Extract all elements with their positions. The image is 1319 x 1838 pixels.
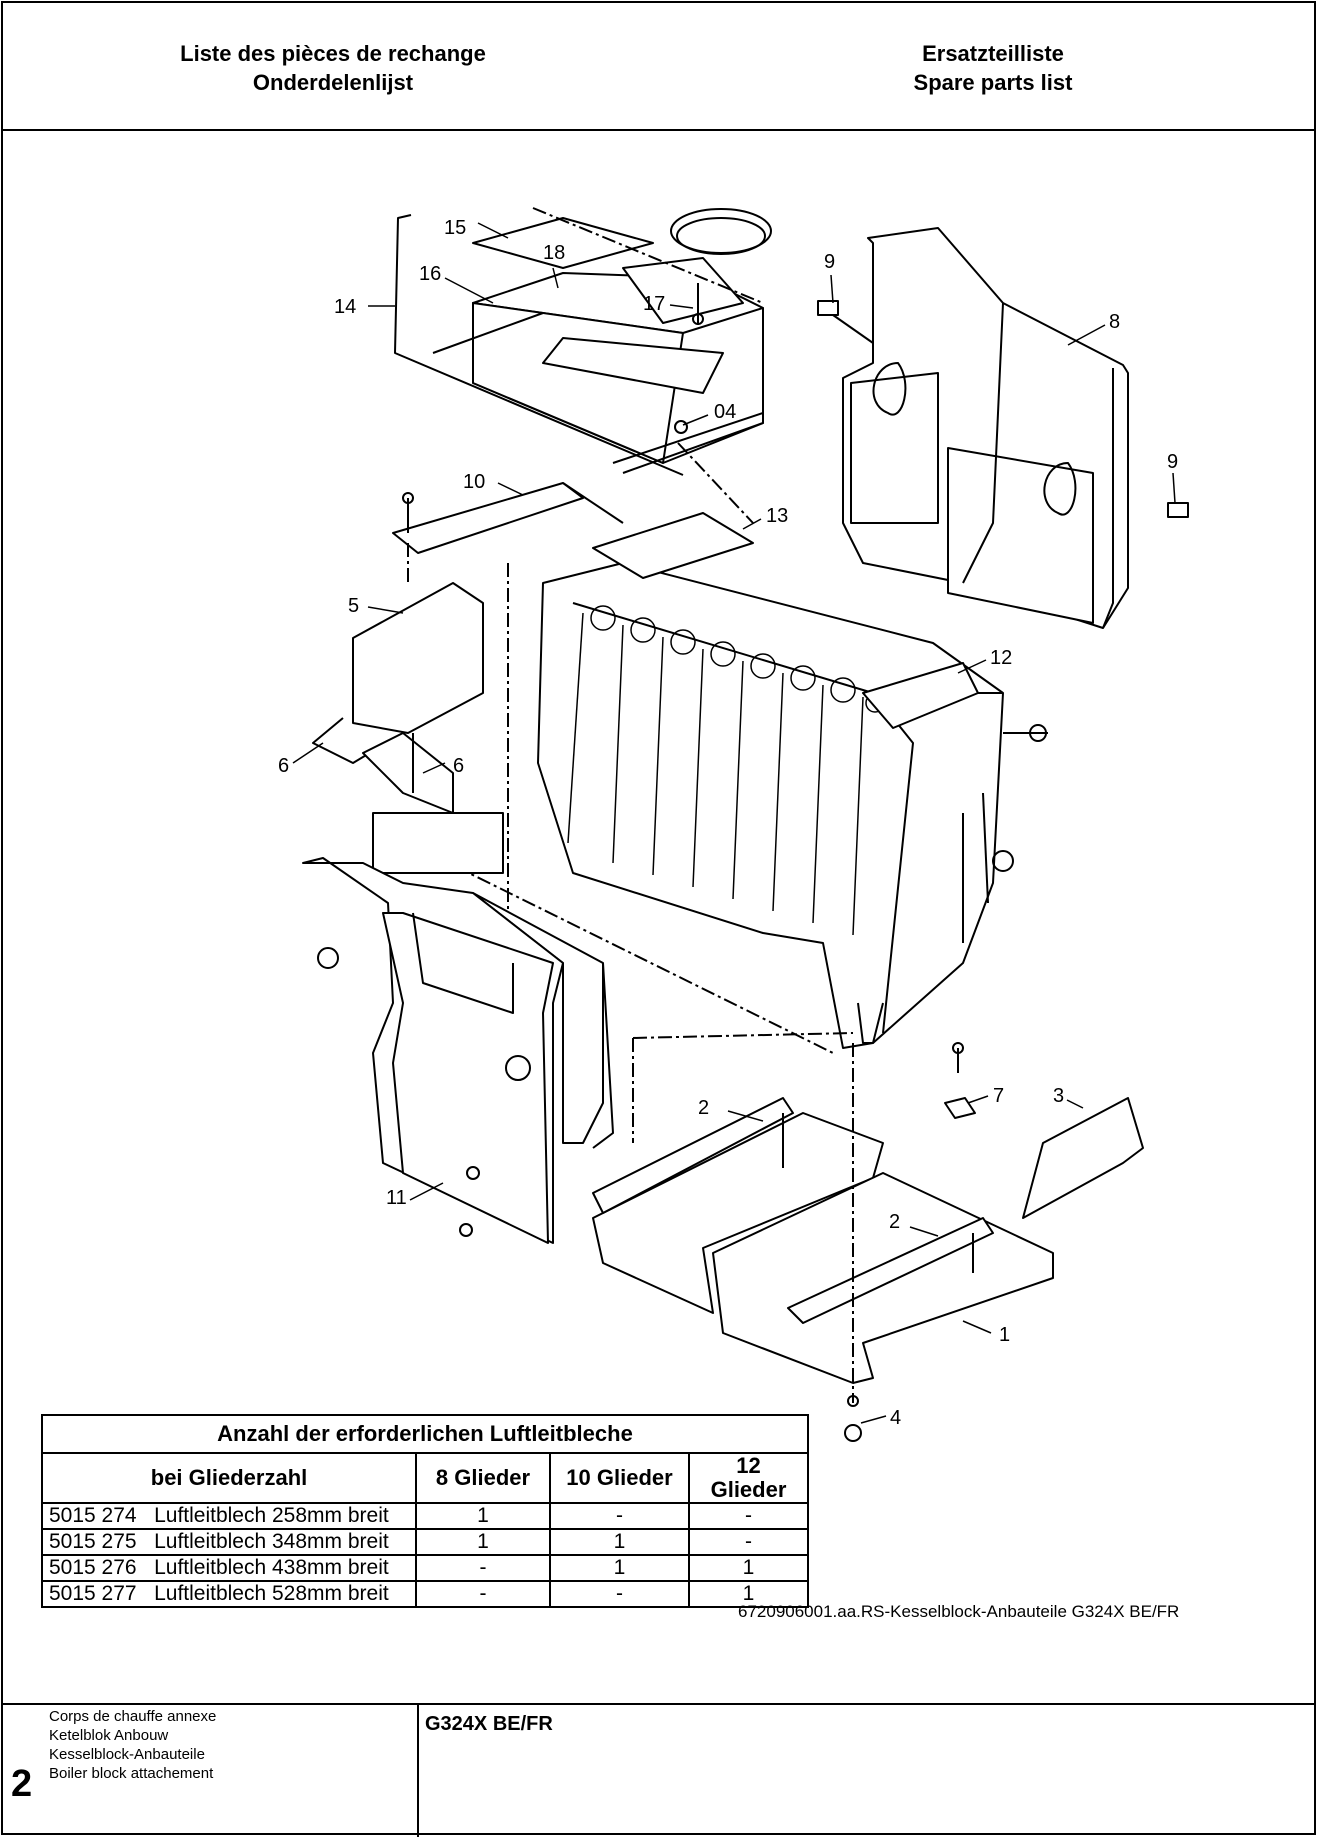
part-flue-hood	[394, 207, 772, 524]
section-name-nl: Ketelblok Anbouw	[49, 1727, 169, 1744]
footer: 2 Corps de chauffe annexe Ketelblok Anbo…	[3, 1703, 1314, 1837]
callout-9-top: 9	[824, 251, 836, 273]
part-front-panel	[302, 812, 854, 1244]
row-12: 1	[688, 1554, 809, 1582]
table-row: 5015 274 Luftleitblech 258mm breit 1 - -	[41, 1502, 809, 1530]
table-title: Anzahl der erforderlichen Luftleitbleche	[41, 1414, 809, 1454]
header-8-sections: 8 Glieder	[415, 1452, 551, 1504]
callout-14: 14	[334, 296, 357, 318]
baffle-requirement-table: Anzahl der erforderlichen Luftleitbleche…	[41, 1414, 809, 1608]
callout-17: 17	[643, 293, 666, 315]
header-section-count: bei Gliederzahl	[41, 1452, 417, 1504]
header-10-sections: 10 Glieder	[549, 1452, 690, 1504]
part-side-panel	[817, 227, 1189, 629]
part-cover-3	[1022, 1097, 1144, 1219]
model-label: G324X BE/FR	[425, 1713, 553, 1735]
section-number: 2	[11, 1763, 33, 1805]
row-10: 1	[549, 1554, 690, 1582]
callout-2-right: 2	[889, 1211, 901, 1233]
table-row: 5015 275 Luftleitblech 348mm breit 1 1 -	[41, 1528, 809, 1556]
callout-3: 3	[1053, 1085, 1065, 1107]
row-8: 1	[415, 1502, 551, 1530]
row-10: -	[549, 1580, 690, 1608]
exploded-view-svg	[292, 207, 1189, 1442]
callout-4: 4	[890, 1407, 902, 1429]
leader-lines	[292, 222, 1176, 1424]
row-part: 5015 277 Luftleitblech 528mm breit	[41, 1580, 417, 1608]
exploded-drawing: 15 18 16 14 17 04 9 8 9 10 13 5 12 6 6 1…	[3, 129, 1318, 1704]
section-name-de: Kesselblock-Anbauteile	[49, 1746, 205, 1763]
part-base-frame	[592, 1043, 1054, 1442]
row-12: -	[688, 1502, 809, 1530]
row-10: -	[549, 1502, 690, 1530]
callout-12: 12	[990, 647, 1013, 669]
footer-divider	[417, 1705, 419, 1837]
callout-6-left: 6	[278, 755, 290, 777]
header-right: Ersatzteilliste Spare parts list	[803, 39, 1183, 97]
row-8: -	[415, 1580, 551, 1608]
callout-11: 11	[386, 1187, 407, 1209]
callout-2-left: 2	[698, 1097, 710, 1119]
row-12: -	[688, 1528, 809, 1556]
header-title-en: Spare parts list	[913, 70, 1073, 95]
row-12: 1	[688, 1580, 809, 1608]
callout-04: 04	[714, 401, 737, 423]
callout-13: 13	[766, 505, 789, 527]
callout-10: 10	[463, 471, 486, 493]
header: Liste des pièces de rechange Onderdelenl…	[3, 3, 1314, 131]
row-part: 5015 276 Luftleitblech 438mm breit	[41, 1554, 417, 1582]
drawing-id: 6720906001.aa.RS-Kesselblock-Anbauteile …	[738, 1602, 1180, 1621]
section-name-fr: Corps de chauffe annexe	[49, 1708, 217, 1725]
callout-7: 7	[993, 1085, 1005, 1107]
row-8: 1	[415, 1528, 551, 1556]
callout-1: 1	[999, 1324, 1011, 1346]
row-8: -	[415, 1554, 551, 1582]
callout-8: 8	[1109, 311, 1121, 333]
callout-6-right: 6	[453, 755, 465, 777]
callout-16: 16	[419, 263, 442, 285]
section-names: Corps de chauffe annexe Ketelblok Anbouw…	[49, 1707, 216, 1783]
header-title-de: Ersatzteilliste	[922, 41, 1064, 66]
row-10: 1	[549, 1528, 690, 1556]
part-bracket-7	[944, 1042, 976, 1119]
callout-9-right: 9	[1167, 451, 1179, 473]
callout-18: 18	[543, 242, 566, 264]
row-part: 5015 275 Luftleitblech 348mm breit	[41, 1528, 417, 1556]
callout-15: 15	[444, 217, 467, 239]
part-boiler-block	[537, 512, 1048, 1049]
header-title-nl: Onderdelenlijst	[252, 70, 414, 95]
header-title-fr: Liste des pièces de rechange	[180, 41, 486, 66]
part-air-baffle-10	[392, 482, 624, 583]
callout-5: 5	[348, 595, 360, 617]
header-12-sections: 12 Glieder	[688, 1452, 809, 1504]
table-row: 5015 276 Luftleitblech 438mm breit - 1 1	[41, 1554, 809, 1582]
header-left: Liste des pièces de rechange Onderdelenl…	[143, 39, 523, 97]
table-row: 5015 277 Luftleitblech 528mm breit - - 1	[41, 1580, 809, 1608]
section-name-en: Boiler block attachement	[49, 1765, 214, 1782]
table-header-row: bei Gliederzahl 8 Glieder 10 Glieder 12 …	[41, 1452, 809, 1504]
row-part: 5015 274 Luftleitblech 258mm breit	[41, 1502, 417, 1530]
